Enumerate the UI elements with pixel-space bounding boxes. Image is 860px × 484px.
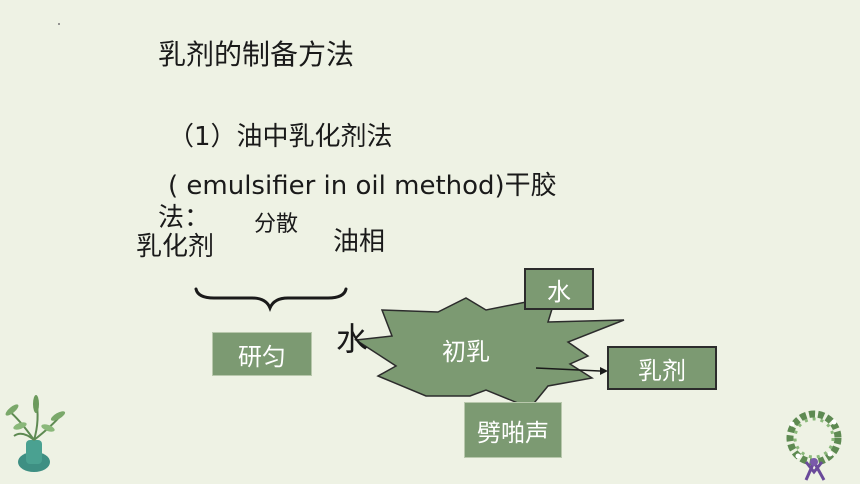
wreath-icon <box>786 410 842 481</box>
label-water: 水 <box>336 320 369 358</box>
brace <box>194 287 348 313</box>
method-heading: （1）油中乳化剂法 <box>168 122 393 152</box>
arrow-line <box>535 367 601 372</box>
label-disperse: 分散 <box>254 212 299 237</box>
label-oil-phase: 油相 <box>333 227 386 257</box>
box-emulsion-label: 乳剂 <box>638 356 686 385</box>
box-emulsion: 乳剂 <box>607 346 717 390</box>
slide-title: 乳剂的制备方法 <box>158 38 355 71</box>
box-crackle: 劈啪声 <box>464 402 562 458</box>
box-water: 水 <box>524 268 594 310</box>
primary-emulsion-star <box>353 295 625 409</box>
method-english: ( emulsifier in oil method)干胶 <box>168 171 557 201</box>
box-crackle-label: 劈啪声 <box>477 418 549 447</box>
stray-dot <box>58 23 60 25</box>
box-water-label: 水 <box>547 277 571 306</box>
plant-vase-icon <box>5 395 66 472</box>
primary-emulsion-label: 初乳 <box>442 338 490 366</box>
method-suffix: 法： <box>158 203 211 233</box>
label-emulsifier: 乳化剂 <box>136 232 215 262</box>
arrow-head <box>600 367 608 375</box>
box-grind-label: 研匀 <box>238 342 286 371</box>
box-grind: 研匀 <box>212 332 312 376</box>
